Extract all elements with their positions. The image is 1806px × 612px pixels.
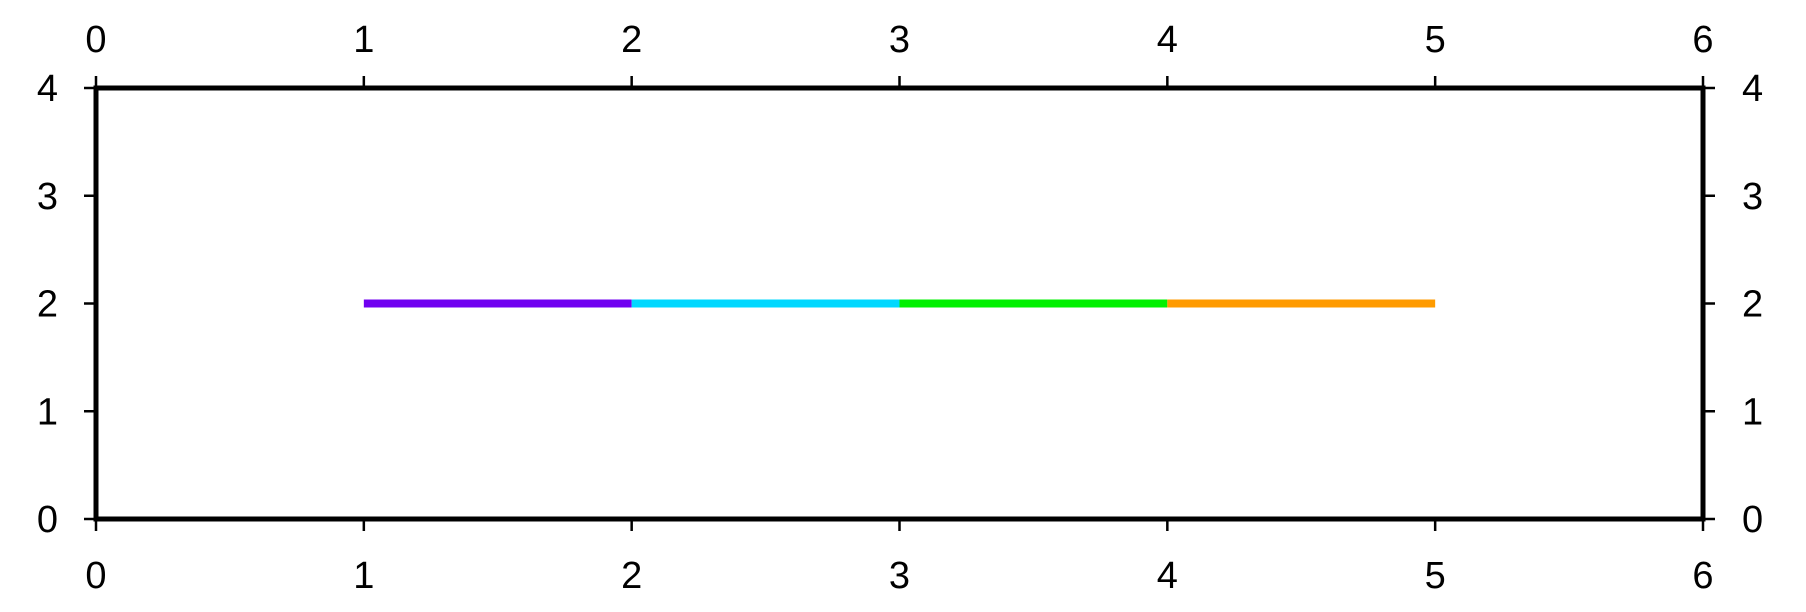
x-top-tick-label: 4 xyxy=(1157,19,1178,61)
x-bottom-tick-label: 4 xyxy=(1157,555,1178,597)
y-left-tick-label: 1 xyxy=(37,391,58,433)
x-top-tick-label: 5 xyxy=(1425,19,1446,61)
y-right-tick-label: 2 xyxy=(1742,284,1763,326)
y-right-tick-label: 3 xyxy=(1742,176,1763,218)
y-left-tick-label: 2 xyxy=(37,284,58,326)
x-top-tick-label: 1 xyxy=(353,19,374,61)
y-right-tick-label: 4 xyxy=(1742,68,1763,110)
x-top-tick-label: 2 xyxy=(621,19,642,61)
x-top-tick-label: 6 xyxy=(1692,19,1713,61)
y-right-tick-label: 0 xyxy=(1742,499,1763,541)
x-bottom-tick-label: 0 xyxy=(85,555,106,597)
y-left-tick-label: 3 xyxy=(37,176,58,218)
x-bottom-tick-label: 1 xyxy=(353,555,374,597)
y-left-tick-label: 4 xyxy=(37,68,58,110)
x-top-tick-label: 0 xyxy=(85,19,106,61)
x-top-tick-label: 3 xyxy=(889,19,910,61)
x-bottom-tick-label: 3 xyxy=(889,555,910,597)
y-left-tick-label: 0 xyxy=(37,499,58,541)
y-right-tick-label: 1 xyxy=(1742,391,1763,433)
x-bottom-tick-label: 2 xyxy=(621,555,642,597)
x-bottom-tick-label: 5 xyxy=(1425,555,1446,597)
x-bottom-tick-label: 6 xyxy=(1692,555,1713,597)
